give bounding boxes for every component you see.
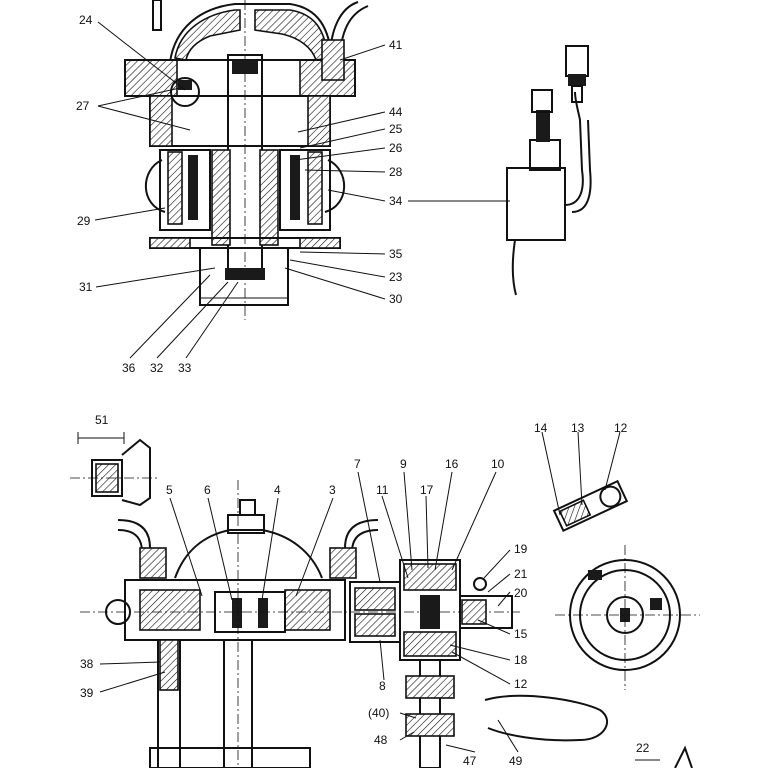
label-32: 32 — [150, 361, 164, 375]
label-21: 21 — [514, 567, 528, 581]
label-7: 7 — [354, 457, 361, 471]
sensor-unit — [506, 45, 592, 296]
label-6: 6 — [204, 483, 211, 497]
label-44: 44 — [389, 105, 403, 119]
label-19: 19 — [514, 542, 528, 556]
label-33: 33 — [178, 361, 192, 375]
label-13: 13 — [571, 421, 585, 435]
label-3: 3 — [329, 483, 336, 497]
label-38: 38 — [80, 657, 94, 671]
label-20: 20 — [514, 586, 528, 600]
leader-lines — [94, 21, 621, 753]
label-47: 47 — [463, 754, 477, 768]
label-28: 28 — [389, 165, 403, 179]
label-31: 31 — [79, 280, 93, 294]
top-assembly-section — [124, 0, 369, 320]
label-10: 10 — [491, 457, 505, 471]
label-8: 8 — [379, 679, 386, 693]
label-5: 5 — [166, 483, 173, 497]
label-12-inset: 12 — [614, 421, 628, 435]
label-9: 9 — [400, 457, 407, 471]
label-39: 39 — [80, 686, 94, 700]
part-number-labels: 24 27 29 31 41 44 25 26 28 34 35 23 30 3… — [76, 13, 650, 768]
label-11: 11 — [376, 483, 389, 497]
label-16: 16 — [445, 457, 459, 471]
label-36: 36 — [122, 361, 136, 375]
bottom-assembly-section — [70, 432, 700, 768]
label-49: 49 — [509, 754, 523, 768]
label-34: 34 — [389, 194, 403, 208]
label-29: 29 — [77, 214, 91, 228]
label-25: 25 — [389, 122, 403, 136]
label-35: 35 — [389, 247, 403, 261]
label-17: 17 — [420, 483, 434, 497]
label-51: 51 — [95, 413, 109, 427]
label-30: 30 — [389, 292, 403, 306]
label-14: 14 — [534, 421, 548, 435]
label-18: 18 — [514, 653, 528, 667]
label-4: 4 — [274, 483, 281, 497]
label-24: 24 — [79, 13, 93, 27]
label-26: 26 — [389, 141, 403, 155]
label-15: 15 — [514, 627, 528, 641]
label-40: (40) — [368, 706, 389, 720]
label-41: 41 — [389, 38, 403, 52]
label-23: 23 — [389, 270, 403, 284]
label-22: 22 — [636, 741, 650, 755]
label-27: 27 — [76, 99, 90, 113]
label-12: 12 — [514, 677, 528, 691]
label-48: 48 — [374, 733, 388, 747]
